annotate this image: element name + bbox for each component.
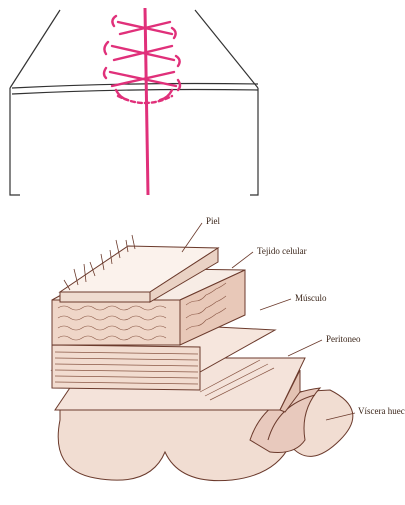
layer-illustration [52,235,353,481]
label-viscera-hueca: Víscera hueca [358,406,405,416]
label-tejido-celular: Tejido celular [257,246,307,256]
label-musculo: Músculo [295,293,327,303]
label-piel: Piel [206,216,221,226]
incision-line [145,8,148,195]
label-peritoneo: Peritoneo [326,334,361,344]
